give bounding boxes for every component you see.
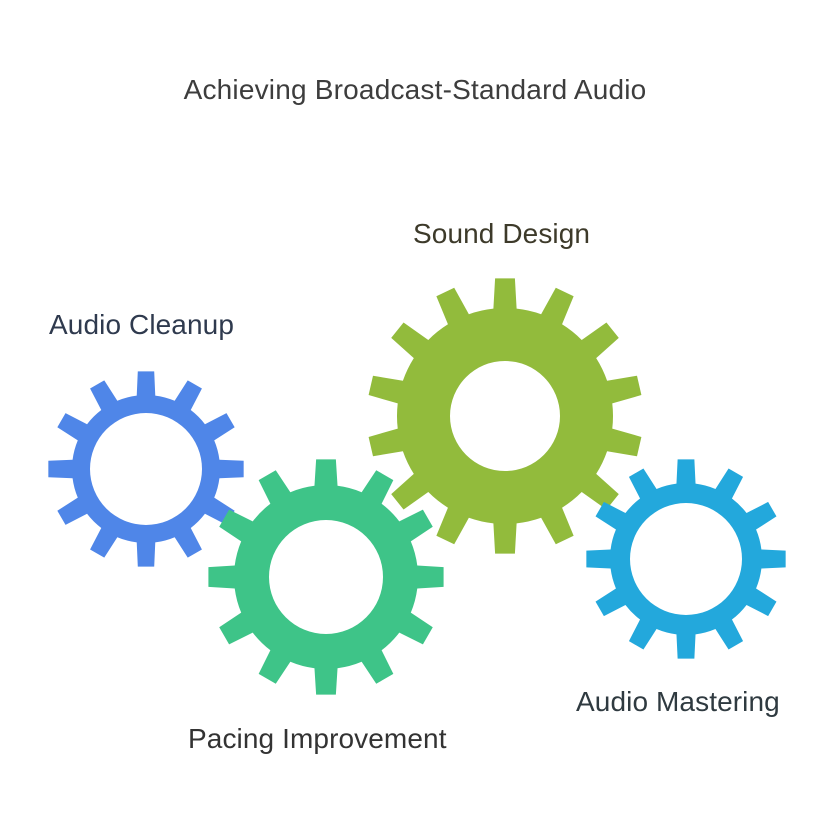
gear-audio-mastering	[586, 459, 786, 659]
label-audio-cleanup: Audio Cleanup	[49, 309, 234, 340]
label-sound-design: Sound Design	[413, 218, 591, 249]
gear-sound-design	[368, 278, 642, 554]
diagram-title: Achieving Broadcast-Standard Audio	[183, 74, 647, 105]
gear-audio-cleanup	[48, 371, 244, 567]
gear-pacing-improvement	[208, 459, 444, 695]
label-audio-mastering: Audio Mastering	[576, 686, 780, 717]
label-pacing-improvement: Pacing Improvement	[188, 723, 447, 754]
